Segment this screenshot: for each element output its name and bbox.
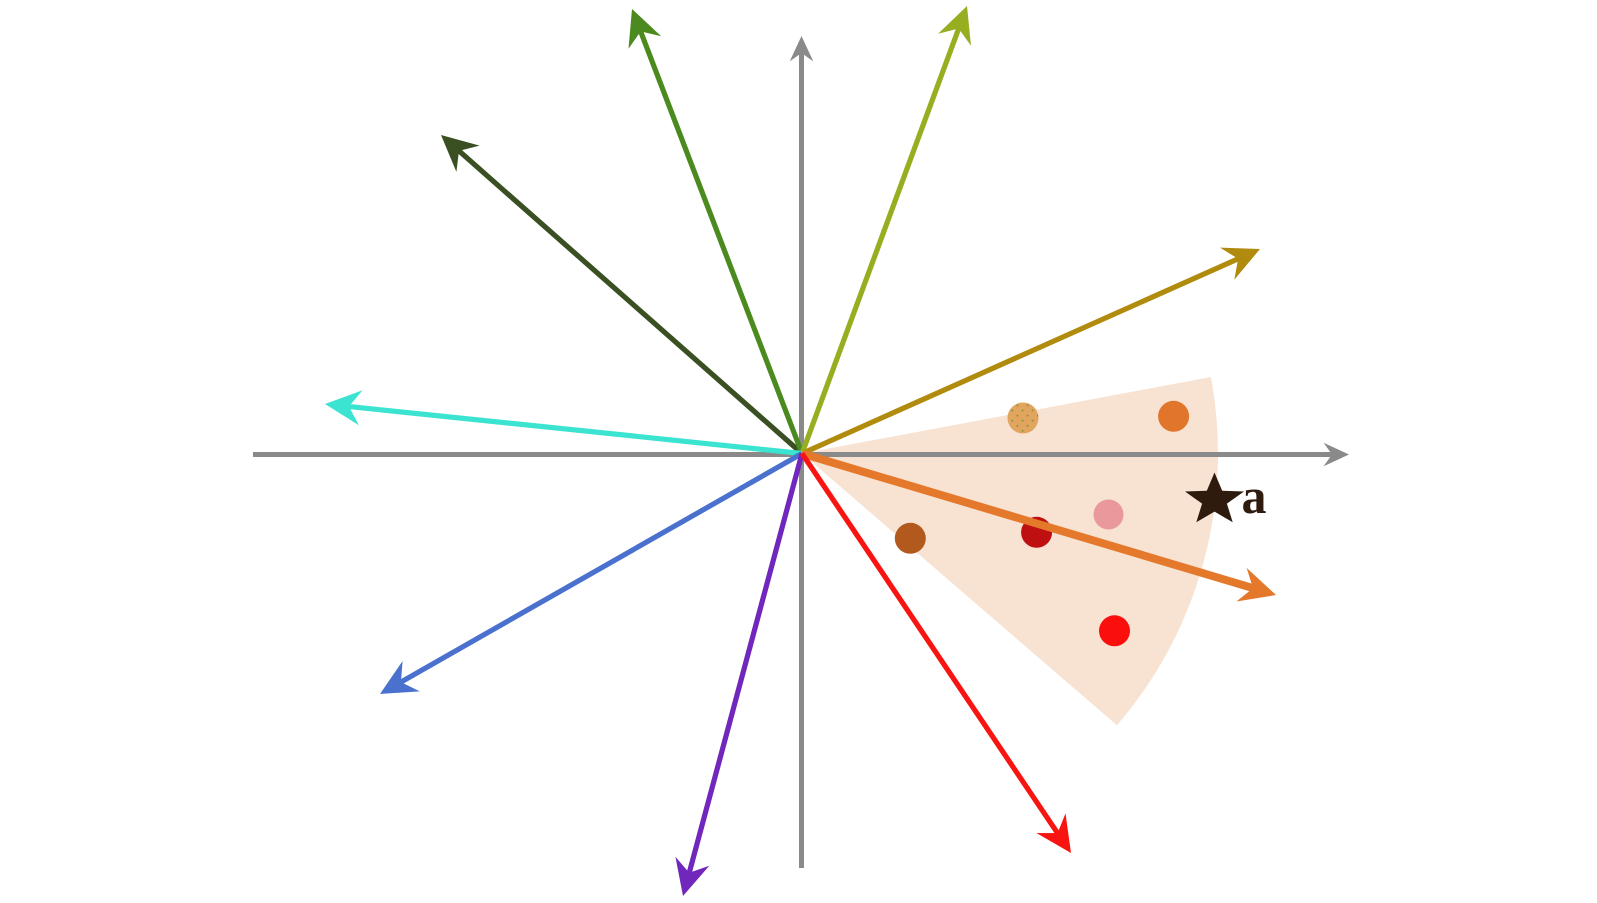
svg-text:a: a [1242, 468, 1267, 524]
